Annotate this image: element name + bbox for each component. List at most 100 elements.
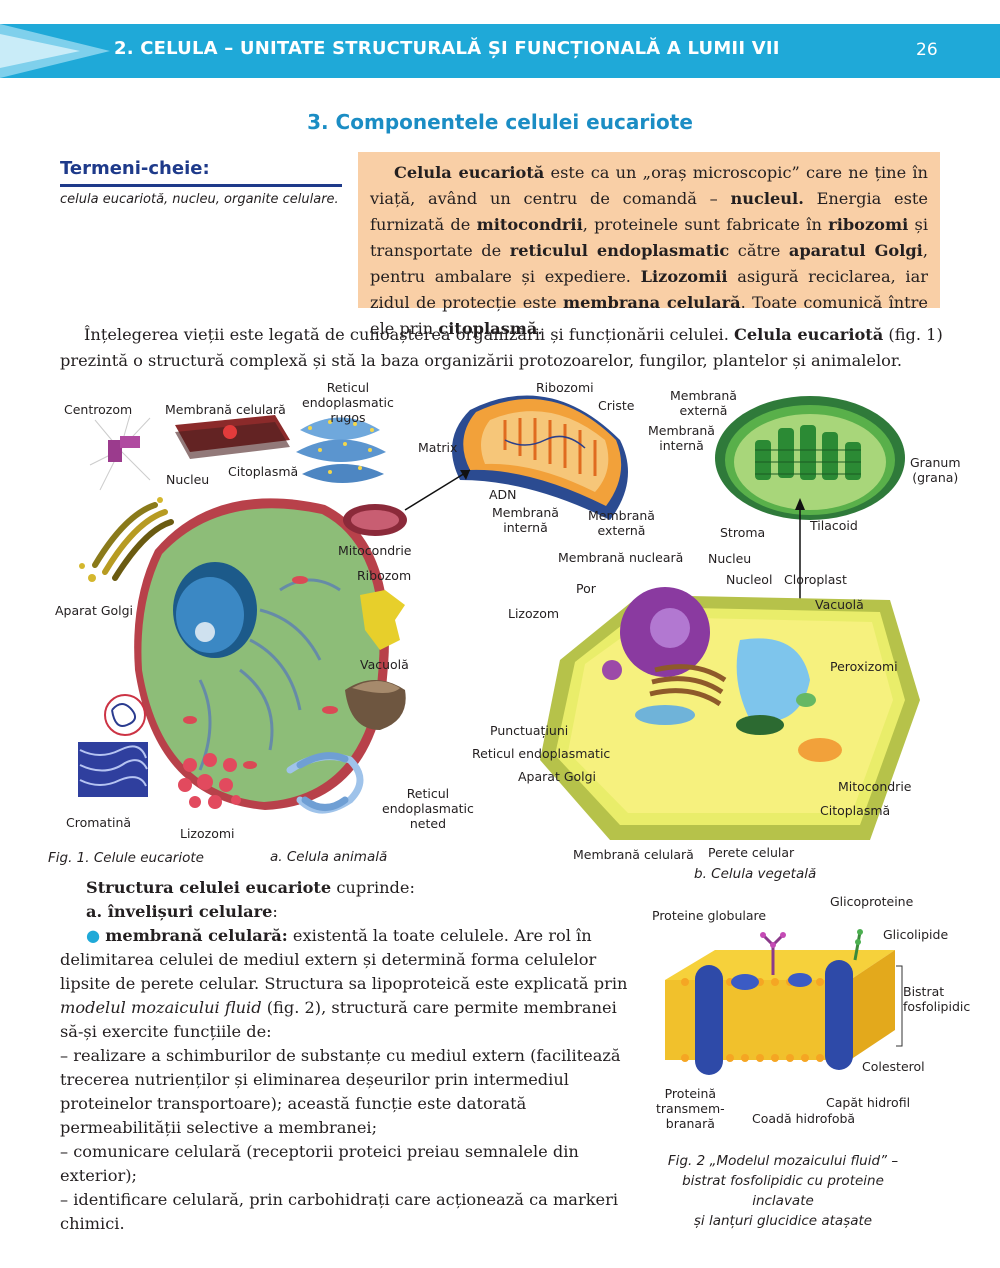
rough-er-drawing	[296, 417, 386, 483]
intro-part: Celula eucariotă	[394, 163, 545, 182]
label-chloro-membrana-externa: Membrană externă	[670, 388, 737, 418]
sub-a-heading: a. învelișuri celulare	[86, 902, 273, 921]
structure-rest: cuprinde:	[331, 878, 415, 897]
centrosome-drawing	[89, 414, 151, 491]
label-colesterol: Colesterol	[862, 1059, 925, 1074]
label-mitocondrie-animal: Mitocondrie	[338, 543, 412, 558]
label-vacuola-plant: Vacuolă	[815, 597, 864, 612]
paragraph-text: (fig. 1) prezintă o structură complexă ș…	[60, 325, 943, 370]
label-capat-hidrofil: Capăt hidrofil	[826, 1095, 911, 1110]
label-cromatina: Cromatină	[66, 815, 132, 830]
chromatin-drawing	[78, 694, 148, 797]
membrane-piece-drawing	[175, 415, 290, 459]
list-item: – identificare celulară, prin carbohidra…	[60, 1190, 619, 1233]
label-stroma: Stroma	[720, 525, 766, 540]
label-citoplasma-animal: Citoplasmă	[228, 464, 299, 479]
intro-part: membrana celulară	[562, 293, 741, 312]
fig1b-caption: b. Celula vegetală	[694, 866, 817, 882]
label-proteina-transmembranara: Proteină transmem- branară	[656, 1086, 725, 1131]
fig1a-caption: a. Celula animală	[270, 849, 388, 865]
label-adn: ADN	[489, 487, 517, 502]
animal-cell-drawing	[134, 498, 389, 810]
bullet-term: membrană celulară:	[105, 926, 288, 945]
label-nucleu-plant: Nucleu	[708, 551, 752, 566]
label-criste: Criste	[598, 398, 635, 413]
chapter-title: 2. CELULA – UNITATE STRUCTURALĂ ȘI FUNCȚ…	[114, 38, 780, 59]
structure-bold: Structura celulei eucariote	[86, 878, 332, 897]
intro-part: reticulul endoplasmatic	[509, 241, 730, 260]
label-reticul-neted: Reticul endoplasmatic neted	[382, 786, 474, 831]
header-band	[0, 24, 1000, 78]
sub-a-line: a. învelișuri celulare:	[60, 900, 642, 924]
bullet-text: (fig. 2), structură care permite membran…	[60, 998, 617, 1041]
intro-part: Energia este furnizată de	[370, 189, 929, 234]
label-aparat-golgi-animal: Aparat Golgi	[55, 603, 134, 618]
intro-part: . Toate comunică între ele prin	[370, 293, 928, 338]
label-lizozomi: Lizozomi	[180, 826, 235, 841]
bullet-dot-icon: ●	[86, 926, 101, 945]
key-terms-divider	[60, 184, 342, 187]
label-membrana-celulara: Membrană celulară	[165, 402, 286, 417]
label-matrix: Matrix	[418, 440, 458, 455]
label-bistrat-fosfolipidic: Bistrat fosfolipidic	[903, 984, 971, 1014]
bistrat-bracket	[896, 965, 903, 1047]
paragraph-bold: Celula eucariotă	[734, 325, 884, 344]
intro-box: Celula eucariotă este ca un „oraș micros…	[358, 152, 940, 338]
label-perete-celular: Perete celular	[708, 845, 795, 860]
label-vacuola-animal: Vacuolă	[360, 657, 409, 672]
label-membrana-nucleara: Membrană nucleară	[558, 550, 684, 565]
intro-part: citoplasmă	[438, 319, 538, 338]
mito-arrow	[404, 469, 471, 511]
section-title: 3. Componentele celulei eucariote	[307, 110, 693, 134]
label-glicoproteine: Glicoproteine	[830, 894, 914, 909]
label-peroxizomi: Peroxizomi	[830, 659, 898, 674]
vacuole-drawing	[345, 680, 406, 730]
chloro-arrowhead	[795, 498, 805, 510]
fig2-caption: Fig. 2 „Modelul mozaicului fluid” – bist…	[667, 1153, 899, 1229]
label-glicolipide: Glicolipide	[883, 927, 949, 942]
label-ribozom: Ribozom	[357, 568, 412, 583]
list-item: – comunicare celulară (receptorii protei…	[60, 1142, 579, 1185]
lysosomes-drawing	[178, 753, 241, 809]
intro-paragraph: Înțelegerea vieții este legată de cunoaș…	[60, 322, 944, 374]
fig1-caption: Fig. 1. Celule eucariote	[48, 850, 204, 866]
label-reticul-plant: Reticul endoplasmatic	[472, 746, 611, 761]
key-terms-text: celula eucariotă, nucleu, organite celul…	[60, 192, 339, 207]
list-item: – realizare a schimburilor de substanțe …	[60, 1046, 621, 1137]
body-text: Structura celulei eucariote cuprinde: a.…	[60, 876, 642, 1236]
label-proteine-globulare: Proteine globulare	[652, 908, 767, 923]
intro-part: aparatul Golgi	[788, 241, 923, 260]
bullet-paragraph: ● membrană celulară: existentă la toate …	[60, 924, 642, 1044]
intro-part: Lizozomii	[640, 267, 728, 286]
intro-part: către	[729, 241, 789, 260]
golgi-drawing	[79, 497, 174, 582]
plant-cell-drawing	[540, 587, 920, 840]
sub-a-colon: :	[272, 902, 278, 921]
paragraph-text: Înțelegerea vieții este legată de cunoaș…	[84, 325, 734, 344]
label-nucleu-animal: Nucleu	[166, 472, 210, 487]
label-membrana-celulara-plant: Membrană celulară	[573, 847, 694, 862]
intro-part: , pentru ambalare și expediere.	[370, 241, 928, 286]
label-granum: Granum (grana)	[910, 455, 961, 485]
intro-part: este ca un „oraș microscopic” care ne ți…	[370, 163, 928, 208]
bullet-text: existentă la toate celulele. Are rol în …	[60, 926, 628, 993]
label-centrozom: Centrozom	[64, 402, 133, 417]
label-coada-hidrofoba: Coadă hidrofobă	[752, 1111, 856, 1126]
intro-part: și transportate de	[370, 215, 929, 260]
label-ribozomi: Ribozomi	[536, 380, 594, 395]
label-nucleol: Nucleol	[726, 572, 773, 587]
label-mito-membrana-interna: Membrană internă	[492, 505, 559, 535]
label-citoplasma-plant: Citoplasmă	[820, 803, 891, 818]
label-mitocondrie-plant: Mitocondrie	[838, 779, 912, 794]
label-tilacoid: Tilacoid	[810, 518, 858, 533]
key-terms-title: Termeni-cheie:	[60, 158, 210, 179]
fig1-illustration	[78, 395, 920, 840]
label-reticul-rugos: Reticul endoplasmatic rugos	[302, 380, 394, 425]
label-por: Por	[576, 581, 596, 596]
intro-part: .	[537, 319, 543, 338]
label-chloro-membrana-interna: Membrană internă	[648, 423, 715, 453]
intro-part: mitocondrii	[476, 215, 583, 234]
intro-part: , proteinele sunt fabricate în	[582, 215, 829, 234]
intro-part: ribozomi	[828, 215, 909, 234]
bullet-italic: modelul mozaicului fluid	[60, 998, 262, 1017]
